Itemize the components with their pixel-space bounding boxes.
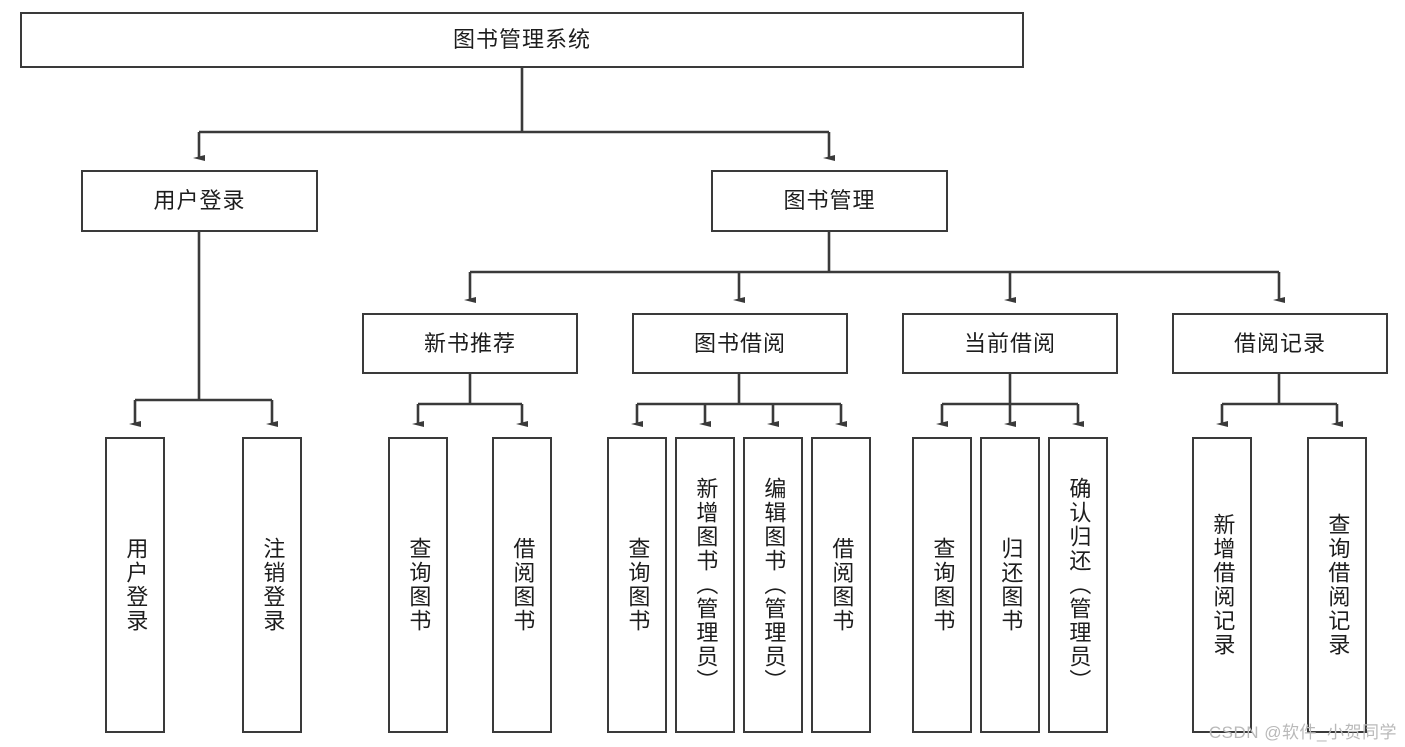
leaf-label: 查询图书 xyxy=(406,537,432,633)
node-book-management-label: 图书管理 xyxy=(783,188,876,213)
node-root[interactable]: 图书管理系统 xyxy=(20,12,1024,68)
node-book-borrow-label: 图书借阅 xyxy=(693,330,786,356)
leaf-record-query[interactable]: 查询借阅记录 xyxy=(1307,437,1367,733)
leaf-borrow-add-book[interactable]: 新增图书（管理员） xyxy=(675,437,735,733)
leaf-user-login-signout[interactable]: 注销登录 xyxy=(242,437,302,733)
node-user-login[interactable]: 用户登录 xyxy=(81,170,318,232)
node-user-login-label: 用户登录 xyxy=(153,188,246,213)
leaf-label: 新增借阅记录 xyxy=(1210,513,1236,657)
node-new-book-recommend[interactable]: 新书推荐 xyxy=(362,313,578,374)
leaf-label: 注销登录 xyxy=(260,537,286,633)
leaf-label: 用户登录 xyxy=(123,537,149,633)
leaf-label: 借阅图书 xyxy=(510,537,536,633)
node-book-management[interactable]: 图书管理 xyxy=(711,170,948,232)
leaf-label: 查询借阅记录 xyxy=(1325,513,1351,657)
node-current-borrow-label: 当前借阅 xyxy=(963,330,1056,356)
leaf-label: 编辑图书（管理员） xyxy=(761,477,787,693)
leaf-label: 新增图书（管理员） xyxy=(693,477,719,693)
leaf-current-return-book[interactable]: 归还图书 xyxy=(980,437,1040,733)
leaf-borrow-borrow-book[interactable]: 借阅图书 xyxy=(811,437,871,733)
leaf-label: 归还图书 xyxy=(998,537,1024,633)
node-borrow-record[interactable]: 借阅记录 xyxy=(1172,313,1388,374)
leaf-label: 借阅图书 xyxy=(829,537,855,633)
leaf-new-book-borrow[interactable]: 借阅图书 xyxy=(492,437,552,733)
leaf-label: 确认归还（管理员） xyxy=(1066,477,1092,693)
node-new-book-recommend-label: 新书推荐 xyxy=(423,330,516,356)
leaf-user-login-signin[interactable]: 用户登录 xyxy=(105,437,165,733)
leaf-label: 查询图书 xyxy=(625,537,651,633)
leaf-borrow-edit-book[interactable]: 编辑图书（管理员） xyxy=(743,437,803,733)
leaf-borrow-query-book[interactable]: 查询图书 xyxy=(607,437,667,733)
leaf-new-book-query[interactable]: 查询图书 xyxy=(388,437,448,733)
leaf-current-confirm-return[interactable]: 确认归还（管理员） xyxy=(1048,437,1108,733)
node-current-borrow[interactable]: 当前借阅 xyxy=(902,313,1118,374)
watermark: CSDN @软件_小贺同学 xyxy=(1208,723,1397,742)
leaf-label: 查询图书 xyxy=(930,537,956,633)
leaf-current-query-book[interactable]: 查询图书 xyxy=(912,437,972,733)
node-borrow-record-label: 借阅记录 xyxy=(1233,330,1326,356)
node-root-label: 图书管理系统 xyxy=(452,27,591,52)
node-book-borrow[interactable]: 图书借阅 xyxy=(632,313,848,374)
leaf-record-add[interactable]: 新增借阅记录 xyxy=(1192,437,1252,733)
